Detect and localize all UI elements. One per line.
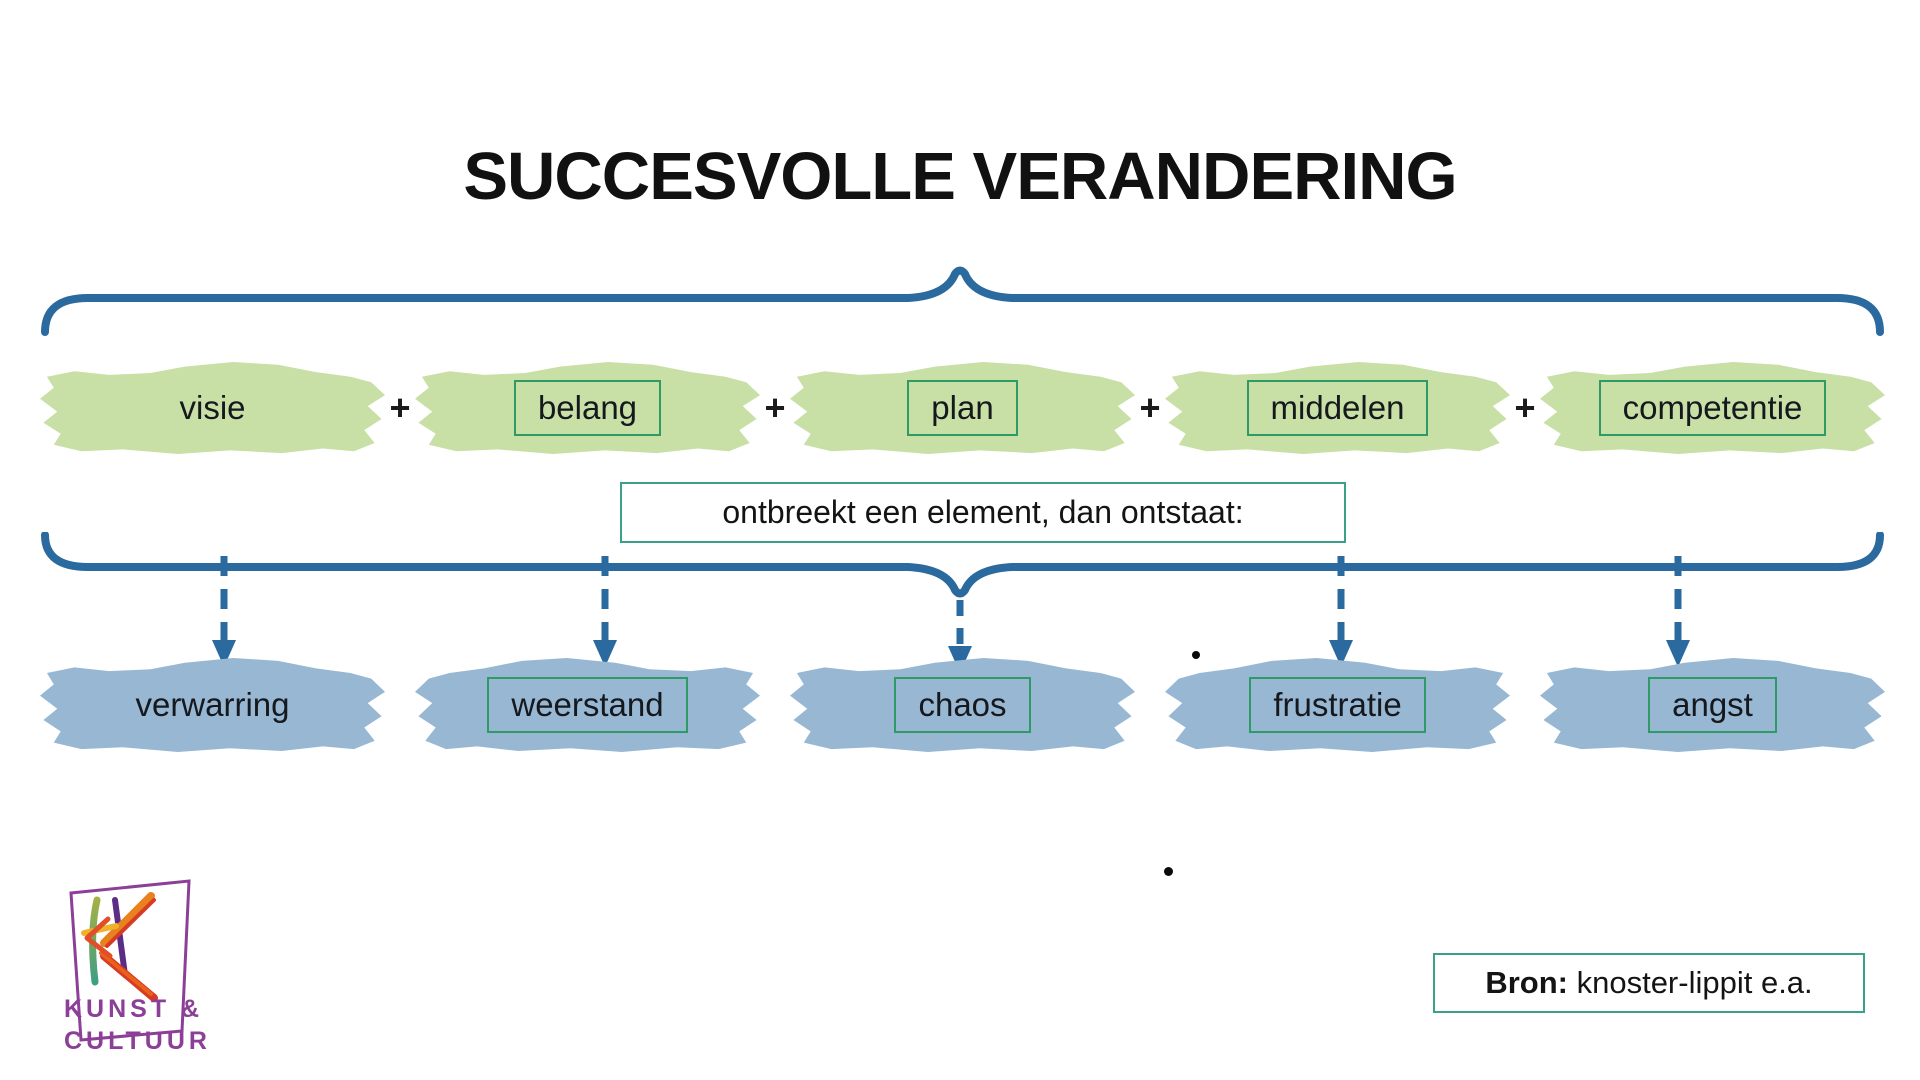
elements-row: visie + belang + plan + middelen + compe… xyxy=(40,362,1885,454)
outcome-verwarring: verwarring xyxy=(40,658,385,752)
page-title: SUCCESVOLLE VERANDERING xyxy=(463,139,1457,214)
source-box: Bron: knoster-lippit e.a. xyxy=(1433,953,1865,1013)
condition-box: ontbreekt een element, dan ontstaat: xyxy=(620,482,1346,543)
outcome-label: frustratie xyxy=(1249,677,1426,733)
arrow-down-weerstand xyxy=(593,556,617,667)
outcome-frustratie: frustratie xyxy=(1165,658,1510,752)
element-label: plan xyxy=(907,380,1018,436)
logo-text-line1: KUNST & xyxy=(64,995,203,1023)
source-label: Bron: xyxy=(1485,965,1568,1000)
outcome-label: angst xyxy=(1648,677,1777,733)
logo-frame xyxy=(69,879,191,1042)
outcome-chaos: chaos xyxy=(790,658,1135,752)
element-label: belang xyxy=(513,380,662,436)
outcome-label: verwarring xyxy=(135,686,290,723)
element-label: competentie xyxy=(1598,380,1827,436)
kunst-cultuur-logo: KUNST & CULTUUR xyxy=(64,879,211,1055)
underbrace xyxy=(41,532,1884,598)
element-middelen: middelen xyxy=(1165,362,1510,454)
element-visie: visie xyxy=(40,362,385,454)
element-competentie: competentie xyxy=(1540,362,1885,454)
source-text: knoster-lippit e.a. xyxy=(1567,965,1813,1000)
element-label: middelen xyxy=(1246,380,1429,436)
stray-dot xyxy=(1192,651,1200,659)
overbrace xyxy=(41,266,1884,336)
outcome-label: chaos xyxy=(894,677,1031,733)
element-plan: plan xyxy=(790,362,1135,454)
element-belang: belang xyxy=(415,362,760,454)
stray-dot xyxy=(1164,867,1173,876)
plus-sign: + xyxy=(1139,387,1161,428)
element-label: visie xyxy=(179,389,246,426)
outcome-label: weerstand xyxy=(487,677,688,733)
plus-sign: + xyxy=(764,387,786,428)
plus-sign: + xyxy=(389,387,411,428)
arrow-down-angst xyxy=(1666,556,1690,667)
condition-text: ontbreekt een element, dan ontstaat: xyxy=(722,494,1244,530)
outcomes-row: verwarring weerstand chaos frustratie an… xyxy=(40,658,1885,752)
logo-k-icon xyxy=(81,892,158,1002)
plus-sign: + xyxy=(1514,387,1536,428)
outcome-angst: angst xyxy=(1540,658,1885,752)
outcome-weerstand: weerstand xyxy=(415,658,760,752)
arrow-down-frustratie xyxy=(1329,556,1353,667)
logo-text-line2: CULTUUR xyxy=(64,1027,211,1055)
arrow-down-verwarring xyxy=(212,556,236,667)
